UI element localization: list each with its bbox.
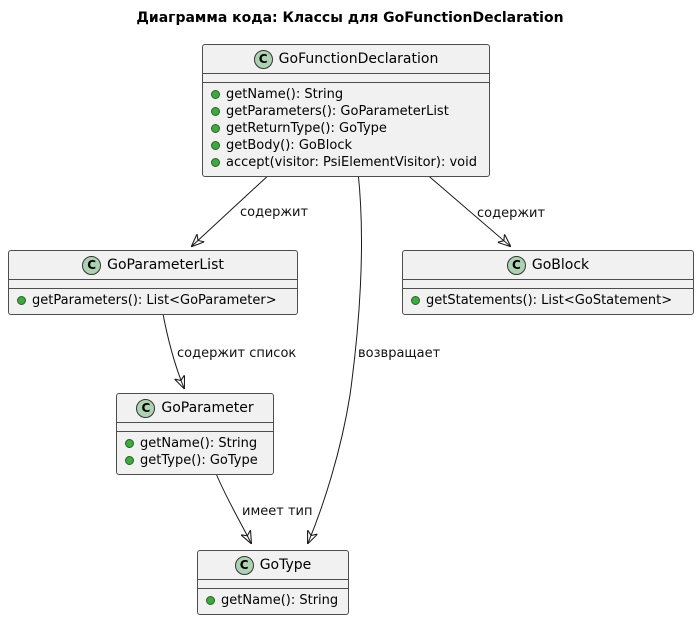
class-header: C GoBlock [403,251,693,280]
diagram-title: Диаграмма кода: Классы для GoFunctionDec… [136,10,564,26]
class-goparameterlist: C GoParameterList getParameters(): List<… [8,250,298,315]
method-row: getParameters(): List<GoParameter> [17,292,289,309]
method-label: getStatements(): List<GoStatement> [426,293,673,308]
method-label: getName(): String [140,436,258,451]
class-goparameter: C GoParameter getName(): String getType(… [116,393,274,475]
method-label: accept(visitor: PsiElementVisitor): void [226,155,477,170]
fields-compartment [117,423,273,432]
methods-compartment: getParameters(): List<GoParameter> [9,289,297,314]
edge-label-contains-list: содержит список [177,346,297,361]
public-method-icon [211,107,220,116]
methods-compartment: getName(): String getParameters(): GoPar… [203,83,489,176]
fields-compartment [198,580,348,589]
public-method-icon [211,141,220,150]
class-gotype: C GoType getName(): String [197,550,349,615]
fields-compartment [403,280,693,289]
method-row: getReturnType(): GoType [211,120,481,137]
method-label: getName(): String [226,87,344,102]
class-icon: C [82,255,102,275]
fields-compartment [9,280,297,289]
public-method-icon [211,124,220,133]
method-label: getParameters(): List<GoParameter> [32,293,277,308]
class-icon: C [234,555,254,575]
methods-compartment: getName(): String [198,589,348,614]
edge-label-has-type: имеет тип [242,504,313,519]
class-name: GoParameterList [107,257,224,273]
edge-label-contains-right: содержит [477,206,546,221]
public-method-icon [211,90,220,99]
class-header: C GoType [198,551,348,580]
method-label: getName(): String [221,593,339,608]
class-header: C GoParameter [117,394,273,423]
methods-compartment: getStatements(): List<GoStatement> [403,289,693,314]
class-name: GoFunctionDeclaration [278,51,439,67]
method-label: getReturnType(): GoType [226,121,387,136]
method-row: getBody(): GoBlock [211,137,481,154]
method-label: getType(): GoType [140,453,258,468]
edge-label-contains-left: содержит [240,205,309,220]
edge-label-returns: возвращает [358,346,441,361]
class-name: GoType [259,557,312,573]
method-label: getBody(): GoBlock [226,138,353,153]
class-name: GoBlock [531,257,590,273]
class-goblock: C GoBlock getStatements(): List<GoStatem… [402,250,694,315]
public-method-icon [206,596,215,605]
class-header: C GoFunctionDeclaration [203,45,489,74]
fields-compartment [203,74,489,83]
class-name: GoParameter [161,400,254,416]
public-method-icon [125,439,134,448]
method-row: getParameters(): GoParameterList [211,103,481,120]
method-row: accept(visitor: PsiElementVisitor): void [211,154,481,171]
method-row: getName(): String [125,435,265,452]
class-icon: C [136,398,156,418]
class-icon: C [253,49,273,69]
edge-returns-type [308,171,362,543]
public-method-icon [125,456,134,465]
methods-compartment: getName(): String getType(): GoType [117,432,273,474]
class-header: C GoParameterList [9,251,297,280]
method-label: getParameters(): GoParameterList [226,104,449,119]
method-row: getName(): String [206,592,340,609]
method-row: getType(): GoType [125,452,265,469]
public-method-icon [211,158,220,167]
class-gofunctiondeclaration: C GoFunctionDeclaration getName(): Strin… [202,44,490,177]
method-row: getName(): String [211,86,481,103]
public-method-icon [411,296,420,305]
public-method-icon [17,296,26,305]
method-row: getStatements(): List<GoStatement> [411,292,685,309]
class-icon: C [506,255,526,275]
